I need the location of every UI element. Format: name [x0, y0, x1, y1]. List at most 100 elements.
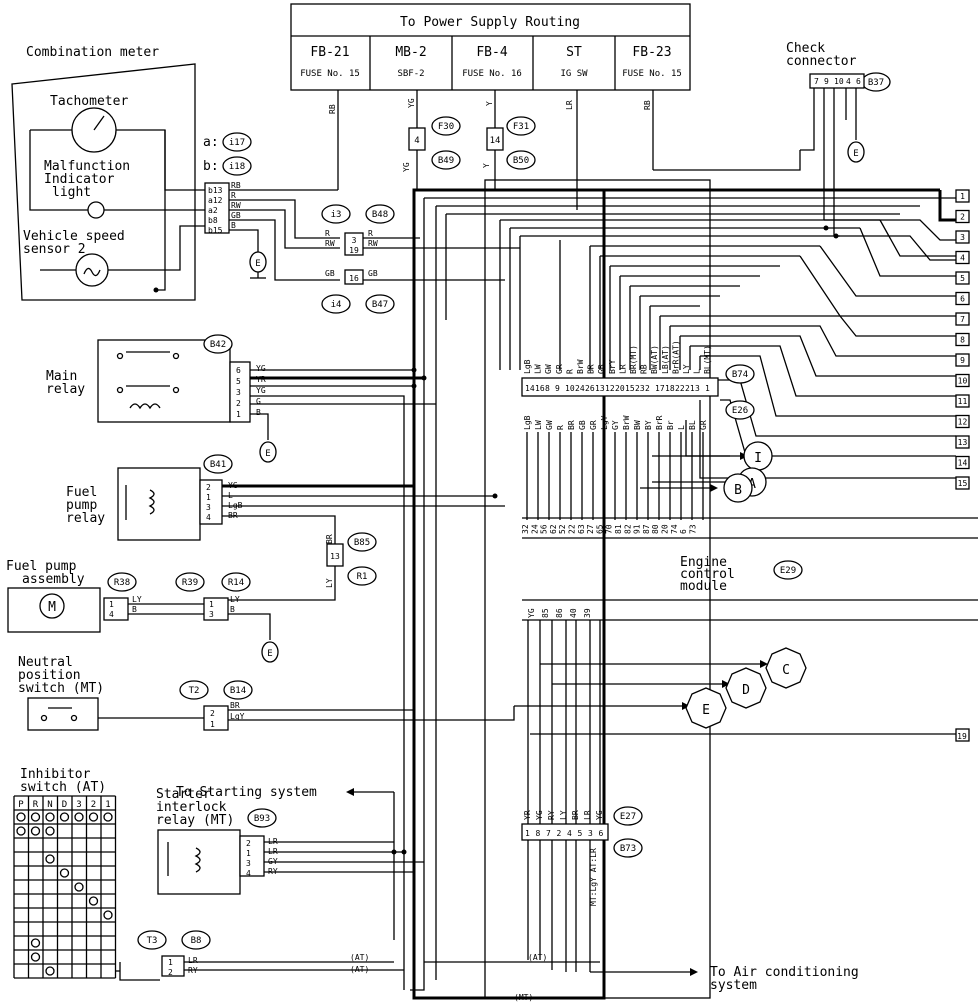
- relay-pin: 1: [236, 410, 241, 419]
- svg-text:RB: RB: [643, 100, 652, 110]
- ref-19: 19: [957, 732, 967, 741]
- connector-i4: i4: [331, 300, 342, 310]
- side-number-box: [955, 189, 970, 203]
- e27-wire: YG: [595, 810, 604, 820]
- fuel-pump-relay-label: relay: [66, 511, 105, 526]
- svg-text:B: B: [230, 605, 235, 614]
- fuel-pump-relay-label: pump: [66, 498, 97, 513]
- check-pin: 7: [814, 77, 819, 86]
- inhibitor-col: 1: [105, 800, 110, 810]
- connector-b73: B73: [620, 844, 636, 854]
- fuse-sub: FUSE No. 15: [300, 69, 360, 79]
- meter-wire: RW: [231, 201, 241, 210]
- fuse-sub: SBF-2: [397, 69, 424, 79]
- side-number: 13: [958, 438, 968, 447]
- connector-t3: T3: [147, 936, 158, 946]
- b74-wire: BR(MT): [629, 345, 638, 374]
- neutral-switch-label: Neutral: [18, 655, 73, 670]
- combination-meter-title: Combination meter: [26, 45, 159, 60]
- svg-text:Y: Y: [482, 163, 491, 168]
- side-number: 8: [960, 336, 965, 345]
- connector-b37: B37: [868, 78, 884, 88]
- connector-b42: B42: [210, 340, 226, 350]
- motor-icon: [39, 593, 65, 619]
- e27-pin: 6: [599, 829, 604, 838]
- main-relay-label: relay: [46, 382, 85, 397]
- b74-wire: BR: [587, 364, 596, 374]
- tachometer-label: Tachometer: [50, 94, 128, 109]
- ref-e: E: [702, 703, 710, 718]
- e29-pin: 24: [530, 524, 539, 534]
- e26-wire: LW: [534, 420, 543, 430]
- b48-pin: 19: [349, 246, 359, 255]
- meter-wire: B: [231, 221, 236, 230]
- b74-pin: 15: [625, 384, 635, 393]
- side-number: 7: [960, 315, 965, 324]
- b74-wire: GW: [544, 364, 553, 374]
- e27-pin: 7: [546, 829, 551, 838]
- e27-pin: 1: [525, 829, 530, 838]
- relay-pin: 1: [246, 849, 251, 858]
- check-pin: 4: [846, 77, 851, 86]
- relay-coil-icon: [148, 489, 155, 515]
- side-number-box: [955, 291, 970, 306]
- b74-wire: LgB: [523, 359, 532, 374]
- e27-pin: 3: [588, 829, 593, 838]
- e29-pin: 87: [642, 524, 651, 534]
- power-supply-box: To Power Supply Routing FB-21 FUSE No. 1…: [290, 3, 691, 91]
- b74-wire: BW(AT): [650, 345, 659, 374]
- at-label: (AT): [528, 953, 547, 962]
- svg-text:1: 1: [168, 958, 173, 967]
- e29-pin: 20: [661, 524, 670, 534]
- side-number-box: [955, 230, 970, 244]
- ref-b: B: [734, 483, 742, 498]
- check-connector: Check connector B37 7 9 10 4 6 E: [653, 41, 956, 261]
- e27-wire: RY: [547, 810, 556, 820]
- relay-wire: YG: [256, 364, 266, 373]
- b74-wire: L: [693, 369, 702, 374]
- at-label: (AT): [350, 965, 369, 974]
- e26-wire: LgY: [600, 415, 609, 430]
- side-number: 11: [958, 397, 968, 406]
- svg-text:RW: RW: [325, 239, 335, 248]
- connector-i3: i3: [331, 210, 342, 220]
- neutral-wire: BR: [230, 701, 240, 710]
- b74-wire: BrY: [608, 359, 617, 374]
- e29-pin: 63: [577, 524, 586, 534]
- b74-pin: 24: [575, 384, 585, 393]
- meter-pin: a12: [208, 196, 223, 205]
- relay-pin: 3: [206, 503, 211, 512]
- b-label: b:: [203, 159, 219, 174]
- side-number: 2: [960, 213, 965, 222]
- inhibitor-col: 3: [76, 800, 81, 810]
- inhibitor-col: 2: [91, 800, 96, 810]
- side-number-box: [955, 271, 970, 285]
- side-number: 1: [960, 192, 965, 201]
- e29-pin: 39: [583, 608, 592, 618]
- e26-wire: GR: [589, 420, 598, 430]
- e26-wire: LgB: [523, 415, 532, 430]
- inhibitor-col: P: [18, 800, 24, 810]
- svg-text:LY: LY: [325, 578, 334, 588]
- e29-pin: 82: [623, 524, 632, 534]
- connector-f30: F30: [438, 122, 454, 132]
- relay-wire: G: [256, 397, 261, 406]
- side-number-box: [955, 373, 970, 388]
- e29-pin: 65: [595, 524, 604, 534]
- connector-e26: E26: [732, 406, 748, 416]
- harness-bundle: [410, 179, 956, 1000]
- svg-text:YG: YG: [402, 162, 411, 172]
- relay-wire: B: [256, 408, 261, 417]
- b74-pin: 3: [695, 384, 700, 393]
- b74-pin: 14: [525, 384, 535, 393]
- e27-pin: 8: [536, 829, 541, 838]
- check-connector-label: connector: [786, 54, 857, 69]
- svg-text:B: B: [132, 605, 137, 614]
- starter-relay-label: relay (MT): [156, 813, 234, 828]
- svg-text:2: 2: [210, 709, 215, 718]
- meter-pin: a2: [208, 206, 218, 215]
